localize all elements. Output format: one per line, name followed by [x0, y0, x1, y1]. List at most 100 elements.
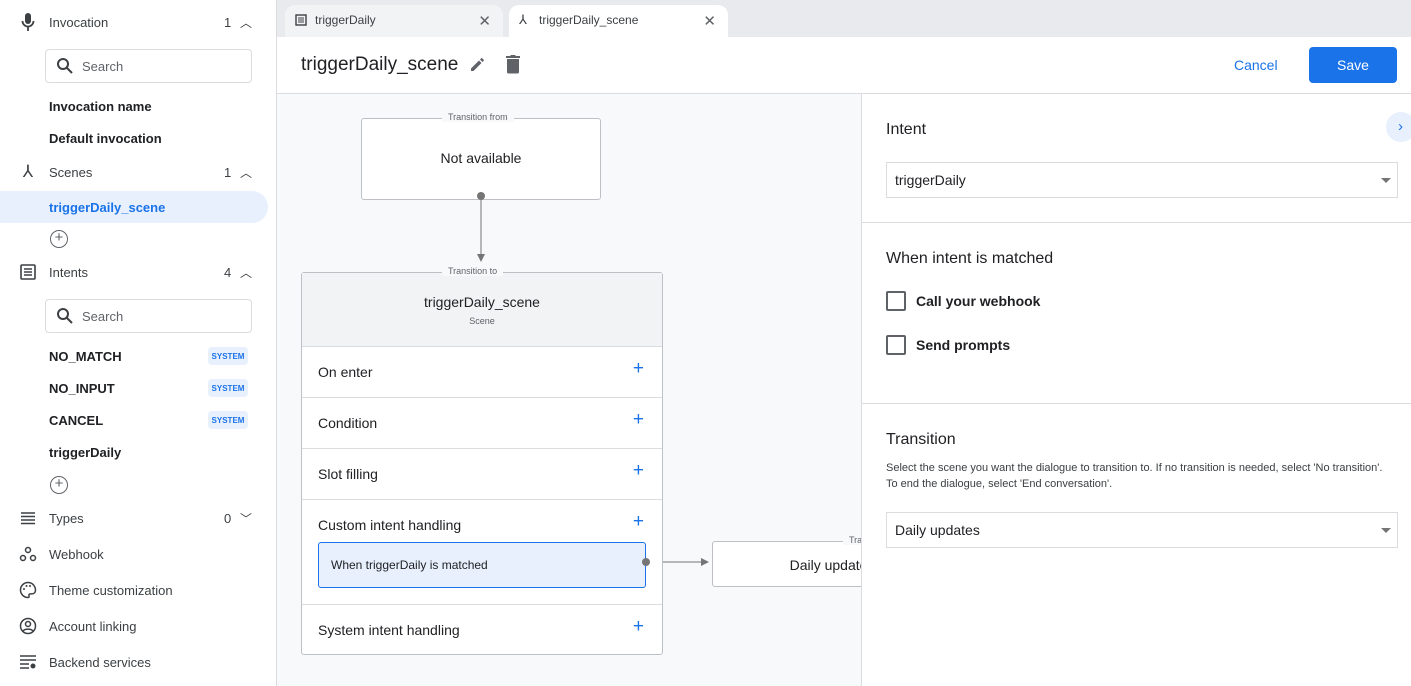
add-scene-icon[interactable]: + [50, 230, 68, 248]
invocation-name-item[interactable]: Invocation name [49, 99, 152, 114]
node-tag: Transition to [843, 535, 861, 545]
search-icon [57, 308, 73, 324]
tab-label: triggerDaily [315, 13, 376, 27]
page-title: triggerDaily_scene [301, 54, 459, 75]
webhook-icon [18, 544, 38, 564]
tab-triggerdaily[interactable]: triggerDaily ✕ [285, 5, 503, 37]
sidebar-item-webhook[interactable]: Webhook [0, 539, 276, 569]
on-enter-row[interactable]: On enter + [302, 346, 662, 397]
sidebar-section-scenes[interactable]: ⅄ Scenes 1 ︿ [0, 157, 276, 187]
add-plus-icon[interactable]: + [632, 616, 644, 637]
condition-row[interactable]: Condition + [302, 397, 662, 448]
sidebar-item-theme[interactable]: Theme customization [0, 575, 276, 605]
sidebar: Invocation 1 ︿ Search Invocation name De… [0, 0, 277, 686]
scene-subtitle: Scene [469, 316, 495, 326]
row-label: System intent handling [318, 622, 460, 638]
tab-bar: triggerDaily ✕ ⅄ triggerDaily_scene ✕ [277, 0, 1411, 37]
search-placeholder: Search [82, 58, 124, 74]
account-circle-icon [18, 616, 38, 636]
row-label: On enter [318, 364, 373, 380]
divider [862, 403, 1411, 404]
node-tag: Transition from [442, 112, 514, 122]
add-plus-icon[interactable]: + [632, 409, 644, 430]
default-invocation-item[interactable]: Default invocation [49, 131, 162, 146]
dropdown-arrow-icon [1381, 528, 1391, 533]
types-list-icon [18, 508, 38, 528]
matched-heading: When intent is matched [886, 250, 1054, 267]
sidebar-item-account-linking[interactable]: Account linking [0, 611, 276, 641]
send-prompts-label[interactable]: Send prompts [916, 337, 1011, 353]
palette-icon [18, 580, 38, 600]
connectors [477, 192, 709, 566]
close-icon[interactable]: ✕ [478, 13, 491, 30]
slot-filling-row[interactable]: Slot filling+ [302, 448, 662, 499]
section-count: 1 [224, 14, 232, 30]
intent-select[interactable]: triggerDaily [886, 162, 1398, 198]
intent-item-cancel[interactable]: CANCEL [49, 413, 104, 428]
intent-handler-panel: › Intent triggerDaily When intent is mat… [861, 94, 1411, 686]
scene-title: triggerDaily_scene [424, 294, 540, 310]
arrow-head-icon [701, 558, 709, 566]
intents-search-input[interactable]: Search [45, 299, 252, 333]
chevron-down-icon[interactable]: ﹀ [240, 511, 253, 526]
scene-item-selected[interactable]: triggerDaily_scene [0, 191, 268, 223]
scene-icon: ⅄ [519, 12, 527, 27]
scene-item-label: triggerDaily_scene [49, 200, 166, 215]
tab-triggerdaily-scene[interactable]: ⅄ triggerDaily_scene ✕ [509, 5, 728, 37]
custom-intent-row[interactable]: Custom intent handling+ When triggerDail… [302, 499, 662, 604]
item-label: Theme customization [49, 582, 173, 598]
close-icon[interactable]: ✕ [703, 13, 716, 30]
microphone-icon [18, 12, 38, 32]
add-plus-icon[interactable]: + [632, 511, 644, 532]
add-intent-icon[interactable]: + [50, 476, 68, 494]
chevron-up-icon[interactable]: ︿ [240, 265, 253, 280]
intent-list-icon [18, 262, 38, 282]
intent-item-no-match[interactable]: NO_MATCH [49, 349, 122, 364]
intent-item-no-input[interactable]: NO_INPUT [49, 381, 115, 396]
save-label: Save [1337, 57, 1369, 73]
node-tag: Transition to [442, 266, 504, 276]
intent-item-triggerdaily[interactable]: triggerDaily [49, 445, 122, 460]
search-icon [57, 58, 73, 74]
tab-label: triggerDaily_scene [539, 13, 639, 27]
section-count: 0 [224, 510, 232, 526]
intent-icon [295, 14, 307, 29]
scene-node-header[interactable]: Transition to triggerDaily_scene Scene [302, 266, 662, 346]
select-value: triggerDaily [895, 172, 966, 188]
add-plus-icon[interactable]: + [632, 460, 644, 481]
sidebar-section-types[interactable]: Types 0 ﹀ [0, 503, 276, 533]
section-label: Types [49, 510, 84, 526]
transition-select[interactable]: Daily updates [886, 512, 1398, 548]
intent-handler-item[interactable]: When triggerDaily is matched [318, 542, 646, 588]
section-count: 4 [224, 264, 232, 280]
invocation-search-input[interactable]: Search [45, 49, 252, 83]
call-webhook-checkbox[interactable] [886, 291, 906, 311]
add-plus-icon[interactable]: + [632, 358, 644, 379]
system-badge: SYSTEM [208, 379, 248, 397]
row-label: Condition [318, 415, 378, 431]
sidebar-section-intents[interactable]: Intents 4 ︿ [0, 257, 276, 287]
page-header: triggerDaily_scene Cancel Save [277, 37, 1411, 94]
transition-from-node[interactable]: Transition from Not available [361, 112, 601, 200]
system-intent-row[interactable]: System intent handling + [302, 604, 662, 655]
target-scene-node[interactable]: Transition to Daily updates [712, 535, 861, 587]
delete-trash-icon[interactable] [505, 54, 521, 79]
section-label: Intents [49, 264, 89, 280]
sidebar-item-backend[interactable]: Backend services [0, 647, 276, 677]
section-label: Scenes [49, 164, 93, 180]
save-button[interactable]: Save [1309, 47, 1397, 83]
call-webhook-label[interactable]: Call your webhook [916, 293, 1041, 309]
edit-pencil-icon[interactable] [469, 55, 487, 78]
flow-canvas: Transition from Not available Transition… [277, 94, 861, 686]
cancel-button[interactable]: Cancel [1234, 57, 1278, 73]
send-prompts-checkbox[interactable] [886, 335, 906, 355]
chevron-up-icon[interactable]: ︿ [240, 15, 253, 30]
item-label: Webhook [49, 546, 104, 562]
section-label: Invocation [49, 14, 109, 30]
scene-node: Transition to triggerDaily_scene Scene O… [301, 266, 663, 655]
dropdown-arrow-icon [1381, 178, 1391, 183]
collapse-panel-chevron-icon[interactable]: › [1386, 112, 1411, 142]
section-count: 1 [224, 164, 232, 180]
sidebar-section-invocation[interactable]: Invocation 1 ︿ [0, 7, 276, 37]
chevron-up-icon[interactable]: ︿ [240, 165, 253, 180]
